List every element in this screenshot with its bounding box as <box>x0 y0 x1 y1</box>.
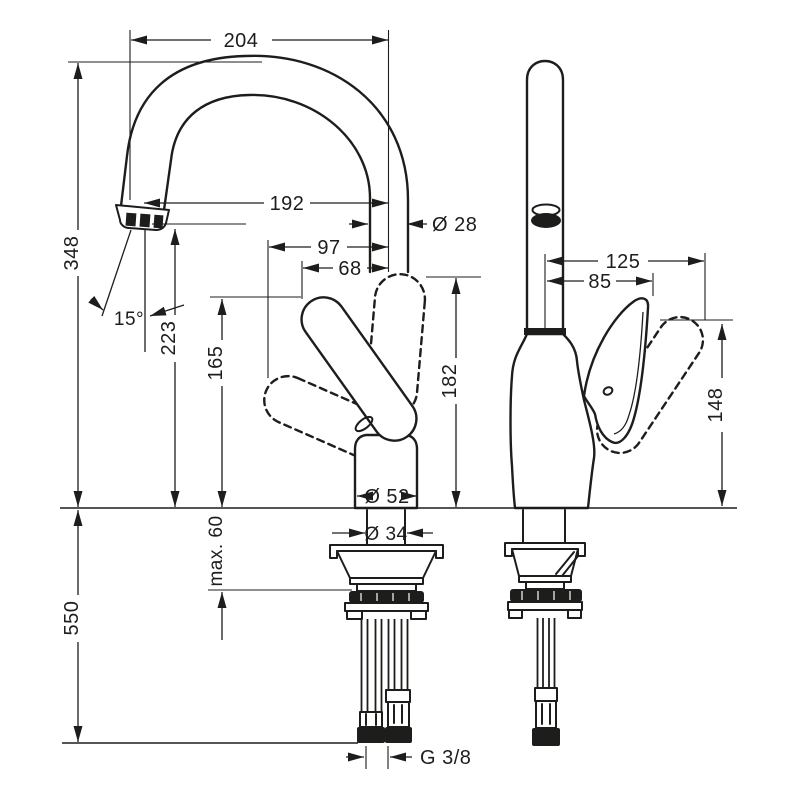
dim-outlet-angle: 15° <box>88 295 185 330</box>
handle-pivot-dot <box>602 386 614 396</box>
dim-body-height: 182 <box>426 276 481 507</box>
front-view <box>101 54 444 743</box>
handle-lever-front <box>300 296 418 442</box>
dim-spout-width: 204 <box>68 30 390 272</box>
mounting-hardware-front <box>329 509 444 620</box>
dim-label-g38: G 3/8 <box>420 747 471 769</box>
spout-column-side <box>525 59 565 335</box>
dim-label-165: 165 <box>205 346 227 381</box>
dim-hole-diameter: Ø 34 <box>332 524 433 545</box>
dim-label-68: 68 <box>338 258 361 280</box>
dim-side-85: 85 <box>547 271 654 296</box>
dim-label-348: 348 <box>61 236 83 271</box>
dim-label-97: 97 <box>317 237 340 259</box>
dim-label-204: 204 <box>224 30 259 52</box>
gasket <box>349 591 424 603</box>
dim-label-223: 223 <box>158 321 180 356</box>
faucet-body-side <box>509 332 596 510</box>
dim-total-height: 348 <box>61 63 83 507</box>
hose-connectors-front <box>357 689 412 743</box>
dim-label-182: 182 <box>439 364 461 399</box>
spout-joint-band <box>524 328 566 335</box>
dim-label-550: 550 <box>61 601 83 636</box>
dimensions: 204 348 192 Ø 28 97 <box>61 30 733 769</box>
dim-base-diameter: Ø 52 <box>357 486 417 508</box>
aerator-tip <box>115 204 170 231</box>
dim-label-dia34: Ø 34 <box>364 524 407 545</box>
escutcheon-flange <box>329 544 444 559</box>
dim-label-148: 148 <box>705 388 727 423</box>
dim-label-192: 192 <box>270 193 305 215</box>
dim-label-max60: max. 60 <box>206 515 227 586</box>
dim-handle-swing-height: 148 <box>660 319 733 506</box>
mounting-hardware-side <box>504 509 586 619</box>
dim-handle-height: 165 <box>205 296 301 507</box>
mounting-nut <box>344 602 429 612</box>
dim-label-125: 125 <box>606 251 641 273</box>
dim-offset-97: 97 <box>267 237 388 378</box>
dim-outlet-reach: 192 <box>144 193 388 215</box>
side-view <box>504 59 705 746</box>
supply-hoses-front <box>360 619 409 712</box>
hose-thread-end-right <box>385 727 412 743</box>
hose-thread-end-left <box>357 727 385 743</box>
dim-label-dia28: Ø 28 <box>432 214 477 236</box>
hose-connector-side <box>532 687 560 746</box>
aerator-side <box>531 213 561 228</box>
escutcheon-skirt <box>336 550 437 579</box>
dim-side-125: 125 <box>544 251 706 330</box>
dim-offset-68: 68 <box>301 258 388 299</box>
dim-max-counter-thickness: max. 60 <box>206 515 352 640</box>
dim-hose-length: 550 <box>61 510 83 742</box>
dim-label-15deg: 15° <box>114 309 144 330</box>
angle-reference-lines <box>101 229 146 352</box>
supply-hose-side <box>536 618 556 688</box>
dim-label-dia52: Ø 52 <box>364 486 409 508</box>
dim-label-85: 85 <box>588 271 611 293</box>
dim-thread: G 3/8 <box>346 746 471 769</box>
handle-end-detail <box>354 415 374 433</box>
spout-outline <box>119 54 410 274</box>
dim-outlet-height: 223 <box>152 223 246 507</box>
dim-spout-diameter: Ø 28 <box>349 214 477 236</box>
